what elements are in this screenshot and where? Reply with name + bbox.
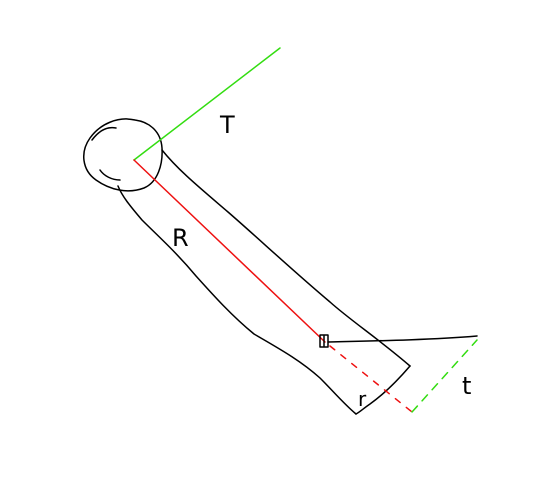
small-r-label: r bbox=[358, 387, 367, 411]
limb-outline-upper bbox=[161, 149, 411, 367]
big-r-line bbox=[133, 159, 326, 343]
limb-outline-lower bbox=[117, 185, 357, 415]
limb-outline-end bbox=[355, 365, 411, 415]
big-t-line bbox=[133, 47, 281, 161]
big-r-label: R bbox=[172, 224, 189, 252]
small-t-label: t bbox=[462, 372, 471, 400]
shoulder-joint-fold bbox=[91, 126, 117, 141]
small-t-line bbox=[411, 339, 478, 413]
big-t-label: T bbox=[219, 111, 235, 139]
small-r-line bbox=[329, 345, 413, 413]
shoulder-joint-fold-inner bbox=[99, 169, 121, 181]
shoulder-joint-outline bbox=[83, 118, 163, 192]
tether-line bbox=[327, 335, 478, 343]
joint-marker bbox=[319, 334, 329, 348]
